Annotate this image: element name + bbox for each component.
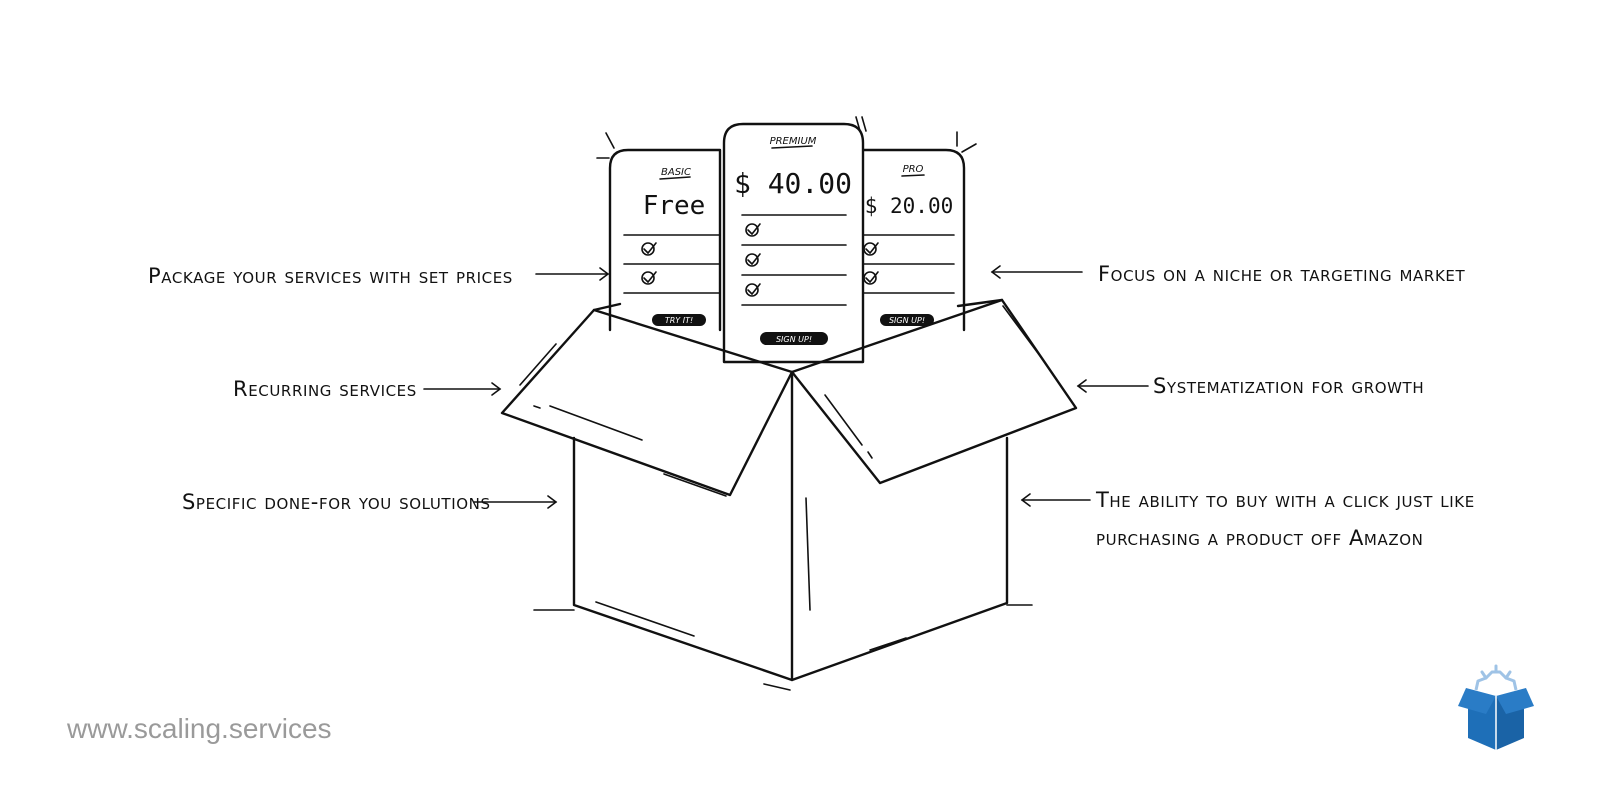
check-icon <box>863 271 879 285</box>
arrow-icon <box>1076 379 1149 393</box>
check-icon <box>863 242 879 256</box>
check-icon <box>745 253 761 267</box>
arrow-icon <box>990 265 1083 279</box>
arrow-icon <box>1020 493 1091 507</box>
premium-sign-up-button[interactable]: SIGN UP! <box>760 332 828 345</box>
open-box <box>500 298 1078 691</box>
premium-sign-up-label: SIGN UP! <box>776 335 812 344</box>
website-url[interactable]: www.scaling.services <box>66 713 332 744</box>
label-systematization: Systematization for growth <box>1153 374 1424 398</box>
plan-name-premium: PREMIUM <box>770 136 817 147</box>
label-done-for-you: Specific done-for you solutions <box>182 490 491 514</box>
arrow-icon <box>535 267 610 281</box>
label-buy-with-click-line1: The ability to buy with a click just lik… <box>1095 488 1475 512</box>
arrow-icon <box>473 495 558 509</box>
plan-price-premium: $ 40.00 <box>734 167 852 200</box>
plan-name-basic: BASIC <box>661 167 691 178</box>
arrow-icon <box>423 382 502 396</box>
sparkle-marks <box>596 116 977 159</box>
try-it-button-label: TRY IT! <box>665 316 693 325</box>
pricing-card-pro: PRO $ 20.00 SIGN UP! <box>858 148 966 332</box>
check-icon <box>641 242 657 256</box>
box-gear-logo-icon <box>1458 664 1534 750</box>
check-icon <box>745 223 761 237</box>
check-icon <box>641 271 657 285</box>
plan-name-pro: PRO <box>903 164 924 175</box>
label-recurring-services: Recurring services <box>233 377 417 401</box>
plan-price-pro: $ 20.00 <box>865 194 954 218</box>
check-icon <box>745 283 761 297</box>
label-buy-with-click-line2: purchasing a product off Amazon <box>1096 526 1423 550</box>
pro-sign-up-button[interactable]: SIGN UP! <box>880 314 934 326</box>
pricing-card-premium: PREMIUM $ 40.00 SIGN UP! <box>722 122 865 364</box>
pricing-card-basic: BASIC Free TRY IT! <box>608 148 722 332</box>
pro-sign-up-label: SIGN UP! <box>889 316 925 325</box>
label-package-services: Package your services with set prices <box>148 264 513 288</box>
label-focus-niche: Focus on a niche or targeting market <box>1098 262 1465 286</box>
plan-price-basic: Free <box>643 191 706 221</box>
try-it-button[interactable]: TRY IT! <box>652 314 706 326</box>
